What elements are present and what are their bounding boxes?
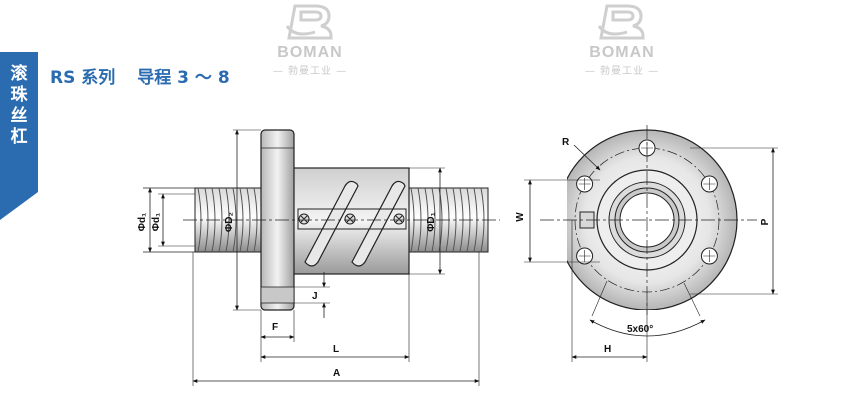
watermark-logo-left: BOMAN — 勃曼工业 — bbox=[255, 4, 365, 84]
dim-label-A: A bbox=[333, 368, 340, 379]
side-char-3: 丝 bbox=[10, 106, 28, 126]
bolt-hole-center bbox=[578, 250, 591, 262]
watermark-subtitle: — 勃曼工业 — bbox=[272, 66, 348, 77]
side-tab: 滚 珠 丝 杠 bbox=[0, 52, 38, 220]
side-char-1: 滚 bbox=[10, 64, 28, 84]
bolt-hole-center bbox=[703, 250, 716, 262]
watermark-logo-right: BOMAN — 勃曼工业 — bbox=[567, 4, 677, 84]
side-char-2: 珠 bbox=[10, 85, 28, 105]
return-tubes bbox=[297, 180, 407, 267]
dim-label-D2: ΦD₂ bbox=[224, 212, 235, 232]
watermark-subtitle: — 勃曼工业 — bbox=[584, 66, 660, 77]
series-title: RS 系列 bbox=[50, 68, 116, 88]
watermark-brand: BOMAN bbox=[277, 44, 343, 61]
side-view: Φd₁ Φd₁ ΦD₂ ΦD₁ J F L bbox=[137, 129, 500, 386]
logo-mark-icon bbox=[285, 4, 333, 40]
dim-label-F: F bbox=[272, 322, 278, 333]
flange-bolt-hole bbox=[260, 286, 295, 304]
front-view: R W P 5x60° H bbox=[515, 125, 778, 362]
dim-label-P: P bbox=[760, 218, 771, 225]
bolt-hole-center bbox=[703, 178, 716, 190]
dim-label-d1: Φd₁ bbox=[151, 213, 162, 231]
page-title: RS 系列 导程 3 ～ 8 bbox=[50, 63, 230, 88]
side-tab-shape bbox=[0, 52, 38, 220]
logo-mark-icon bbox=[597, 4, 645, 40]
watermark-brand: BOMAN bbox=[589, 44, 655, 61]
dim-label-R: R bbox=[562, 137, 570, 148]
dim-label-H: H bbox=[604, 344, 611, 355]
dim-label-J: J bbox=[312, 291, 318, 302]
dim-label-angle: 5x60° bbox=[627, 324, 653, 335]
lead-range: 导程 3 ～ 8 bbox=[137, 68, 230, 88]
dim-label-D1: ΦD₁ bbox=[426, 212, 437, 232]
side-tab-text: 滚 珠 丝 杠 bbox=[4, 64, 34, 148]
dim-label-L: L bbox=[333, 344, 339, 355]
side-char-4: 杠 bbox=[10, 127, 28, 147]
dim-label-W: W bbox=[515, 212, 526, 222]
dim-label-d1-outer: Φd₁ bbox=[137, 213, 148, 231]
